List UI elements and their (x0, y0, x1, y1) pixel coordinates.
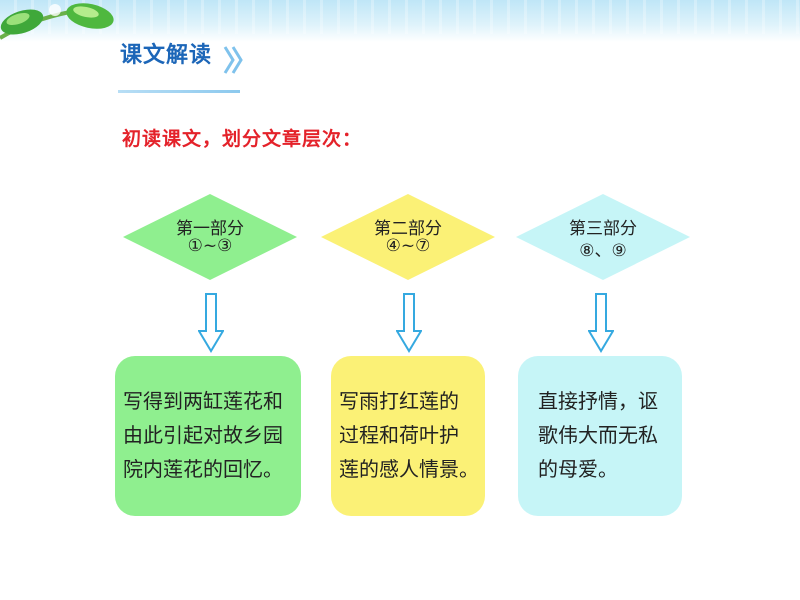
part-3-box: 直接抒情，讴 歌伟大而无私 的母爱。 (518, 356, 682, 516)
part-2-range: ④~⑦ (385, 236, 431, 256)
title-underline (118, 90, 240, 93)
part-1-title: 第一部分 (176, 219, 244, 239)
header-banner (0, 0, 800, 42)
section-title: 课文解读 (120, 43, 213, 68)
arrow-down-icon (396, 293, 422, 353)
part-2-line-3: 莲的感人情景。 (339, 457, 479, 481)
part-1-line-3: 院内莲花的回忆。 (123, 457, 283, 481)
part-1-line-2: 由此引起对故乡园 (123, 423, 283, 447)
sprout-icon (0, 3, 114, 40)
arrow-down-icon (588, 293, 614, 353)
subtitle: 初读课文，划分文章层次： (122, 128, 363, 150)
part-3-diamond: 第三部分 ⑧、⑨ (514, 192, 692, 282)
part-3-title: 第三部分 (569, 219, 637, 239)
part-2-line-1: 写雨打红莲的 (339, 389, 459, 413)
part-2-line-2: 过程和荷叶护 (339, 423, 459, 447)
part-3-line-1: 直接抒情，讴 (538, 389, 658, 413)
header-stripes (0, 0, 800, 34)
part-1-diamond: 第一部分 ①~③ (121, 192, 299, 282)
part-1-line-1: 写得到两缸莲花和 (123, 389, 283, 413)
part-3-range: ⑧、⑨ (579, 241, 627, 261)
part-1-box: 写得到两缸莲花和 由此引起对故乡园 院内莲花的回忆。 (115, 356, 301, 516)
part-3-line-2: 歌伟大而无私 (538, 423, 658, 447)
part-2-title: 第二部分 (374, 219, 442, 239)
part-2-diamond: 第二部分 ④~⑦ (319, 192, 497, 282)
chevron-double-right-icon (223, 46, 243, 74)
part-2-box: 写雨打红莲的 过程和荷叶护 莲的感人情景。 (331, 356, 485, 516)
arrow-down-icon (198, 293, 224, 353)
part-1-range: ①~③ (187, 236, 233, 256)
part-3-line-3: 的母爱。 (538, 457, 618, 481)
